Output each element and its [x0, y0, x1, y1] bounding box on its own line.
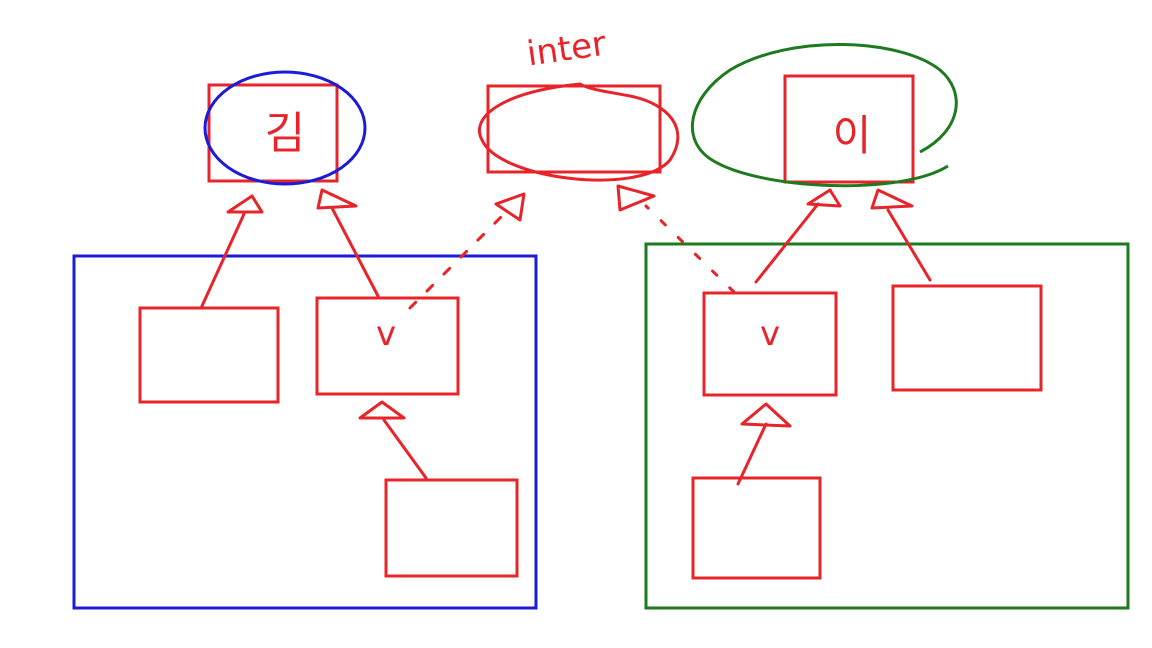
- dashed-line-green-middle-to-inter: [644, 204, 736, 294]
- label-left-top: 김: [265, 108, 305, 159]
- top-left-box: [207, 83, 339, 183]
- blue-circle: [203, 70, 367, 186]
- green-middle-checkmark: v: [760, 314, 780, 354]
- arrowhead-inter-left: [494, 192, 526, 222]
- arrowhead-blue-middle: [316, 188, 358, 210]
- green-circle: [690, 43, 958, 188]
- arrowhead-green-bottom: [740, 402, 792, 428]
- blue-middle-checkmark: v: [376, 314, 396, 354]
- arrow-line-blue-left-to-top: [200, 212, 246, 308]
- green-bottom-box: [691, 476, 822, 580]
- arrowhead-blue-bottom: [358, 400, 406, 420]
- green-middle-box: [702, 291, 838, 397]
- arrowhead-blue-left: [226, 194, 264, 214]
- blue-middle-box: [315, 296, 460, 396]
- label-right-top: 이: [833, 111, 872, 160]
- arrow-line-blue-bottom-to-middle: [382, 418, 428, 480]
- blue-left-box: [138, 306, 280, 404]
- middle-red-circle: [477, 82, 680, 182]
- blue-group-box: [72, 254, 538, 610]
- blue-bottom-box: [384, 478, 519, 578]
- arrow-line-green-right-to-top: [886, 208, 932, 282]
- arrow-line-green-middle-to-top: [754, 202, 820, 284]
- arrow-line-green-bottom-to-middle: [736, 422, 768, 486]
- top-right-box: [783, 74, 915, 184]
- arrowhead-green-middle: [806, 188, 842, 208]
- green-group-box: [644, 242, 1130, 610]
- green-right-box: [891, 284, 1043, 392]
- arrowhead-green-right: [870, 188, 914, 210]
- arrow-line-blue-middle-to-top: [330, 206, 380, 298]
- arrowhead-inter-right: [616, 184, 656, 212]
